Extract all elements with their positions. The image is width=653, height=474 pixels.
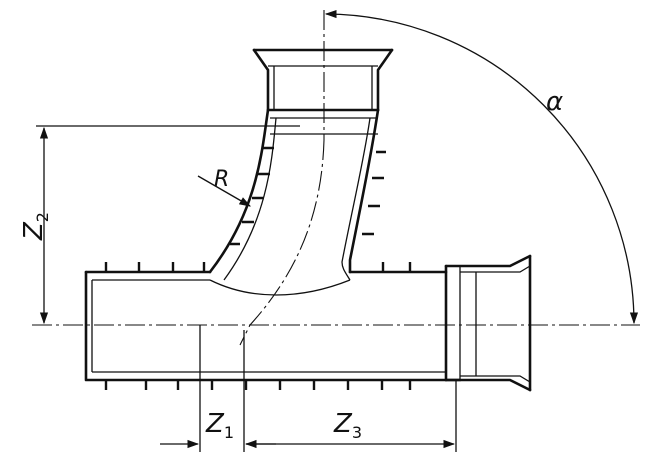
alpha-label: α — [546, 87, 563, 117]
alpha-angle-arc — [324, 9, 639, 325]
branch-pipe — [208, 48, 394, 296]
z1-label: Z1 — [205, 409, 234, 442]
main-pipe — [84, 254, 532, 392]
branch-curved-centerline — [239, 139, 325, 346]
z3-label: Z3 — [333, 409, 362, 442]
radius-leader-line — [197, 175, 252, 207]
radius-label: R — [214, 167, 229, 192]
svg-text:Z2: Z2 — [19, 212, 52, 241]
z2-label: Z2 — [19, 212, 52, 241]
